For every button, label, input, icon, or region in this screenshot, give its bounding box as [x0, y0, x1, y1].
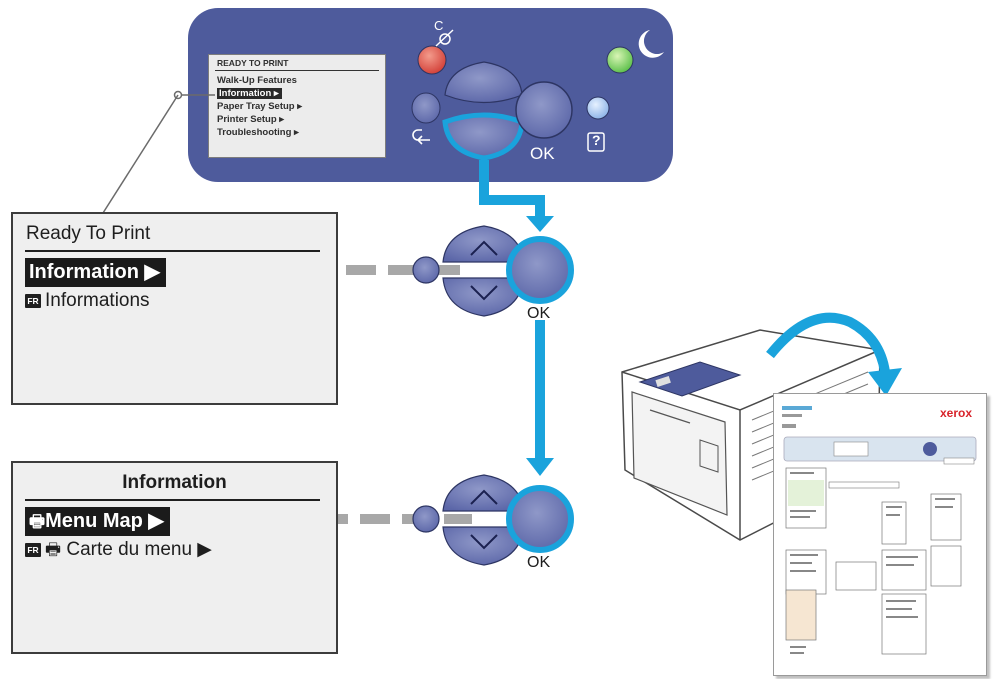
cancel-led-button[interactable]	[417, 45, 447, 75]
help-icon	[587, 132, 605, 152]
up-arrow-icon	[470, 489, 498, 505]
menu-map-thumbnail	[782, 406, 977, 655]
nav-pad-1-back-button[interactable]	[412, 256, 440, 284]
ready-led	[606, 46, 634, 74]
callout-leader-line	[102, 90, 215, 214]
cancel-label: C	[434, 18, 444, 33]
up-arrow-icon	[470, 240, 498, 256]
info-led	[586, 96, 610, 120]
down-arrow-icon	[470, 534, 498, 550]
display-item-information: Information ▸	[217, 88, 282, 99]
help-label: ?	[592, 132, 601, 148]
display-title: READY TO PRINT	[217, 58, 289, 68]
lcd-screen-information: Information 🖶Menu Map ▶ FR🖶 Carte du men…	[11, 461, 338, 654]
fr-badge: FR	[25, 543, 41, 557]
nav-pad-2	[412, 474, 574, 566]
sleep-moon-icon	[638, 30, 664, 58]
output-curve-arrow	[766, 312, 902, 396]
ok-label: OK	[530, 144, 555, 163]
print-icon: 🖶	[29, 512, 46, 531]
screen1-french-line: FR Informations	[25, 290, 150, 312]
display-item-walk-up: Walk-Up Features	[217, 75, 297, 86]
screen1-title: Ready To Print	[26, 223, 151, 244]
screen2-french-line: FR 🖶 Carte du menu ▶	[25, 539, 212, 561]
nav-pad-2-ok-button[interactable]	[506, 485, 574, 553]
ok-button[interactable]	[515, 81, 573, 139]
print-icon: 🖶	[45, 540, 62, 559]
nav-pad-1-ok-label: OK	[527, 305, 551, 322]
brand-logo: xerox	[939, 406, 972, 420]
screen2-title: Information	[122, 472, 227, 493]
nav-pad-2-back-button[interactable]	[412, 505, 440, 533]
down-arrow-icon	[470, 285, 498, 301]
display-item-printer-setup: Printer Setup ▸	[217, 114, 285, 125]
back-button[interactable]	[411, 92, 441, 124]
screen2-selected-item[interactable]: 🖶Menu Map ▶	[25, 507, 170, 536]
control-panel-display: READY TO PRINT Walk-Up Features Informat…	[208, 54, 386, 158]
lcd-screen-ready-to-print: Ready To Print Information ▶ FR Informati…	[11, 212, 338, 405]
up-button[interactable]	[444, 61, 523, 104]
screen1-selected-item[interactable]: Information ▶	[25, 258, 166, 287]
screen2-french-text: Carte du menu ▶	[66, 539, 212, 560]
back-arrow-icon	[412, 129, 430, 145]
display-rule	[215, 70, 379, 71]
screen1-french-text: Informations	[45, 290, 150, 311]
menu-map-printout: xerox	[773, 393, 987, 676]
nav-pad-1-ok-button[interactable]	[506, 236, 574, 304]
cancel-icon	[435, 29, 454, 47]
flow-arrow-1	[479, 160, 554, 232]
screen1-rule	[25, 250, 320, 252]
down-button-highlighted[interactable]	[442, 112, 525, 161]
nav-pad-2-ok-label: OK	[527, 554, 551, 571]
display-item-troubleshooting: Troubleshooting ▸	[217, 127, 299, 138]
fr-badge: FR	[25, 294, 41, 308]
screen2-rule	[25, 499, 320, 501]
nav-pad-1	[412, 225, 574, 317]
screen2-selected-label: Menu Map ▶	[45, 510, 164, 532]
display-item-paper-tray: Paper Tray Setup ▸	[217, 101, 303, 112]
flow-arrow-2	[526, 320, 554, 476]
